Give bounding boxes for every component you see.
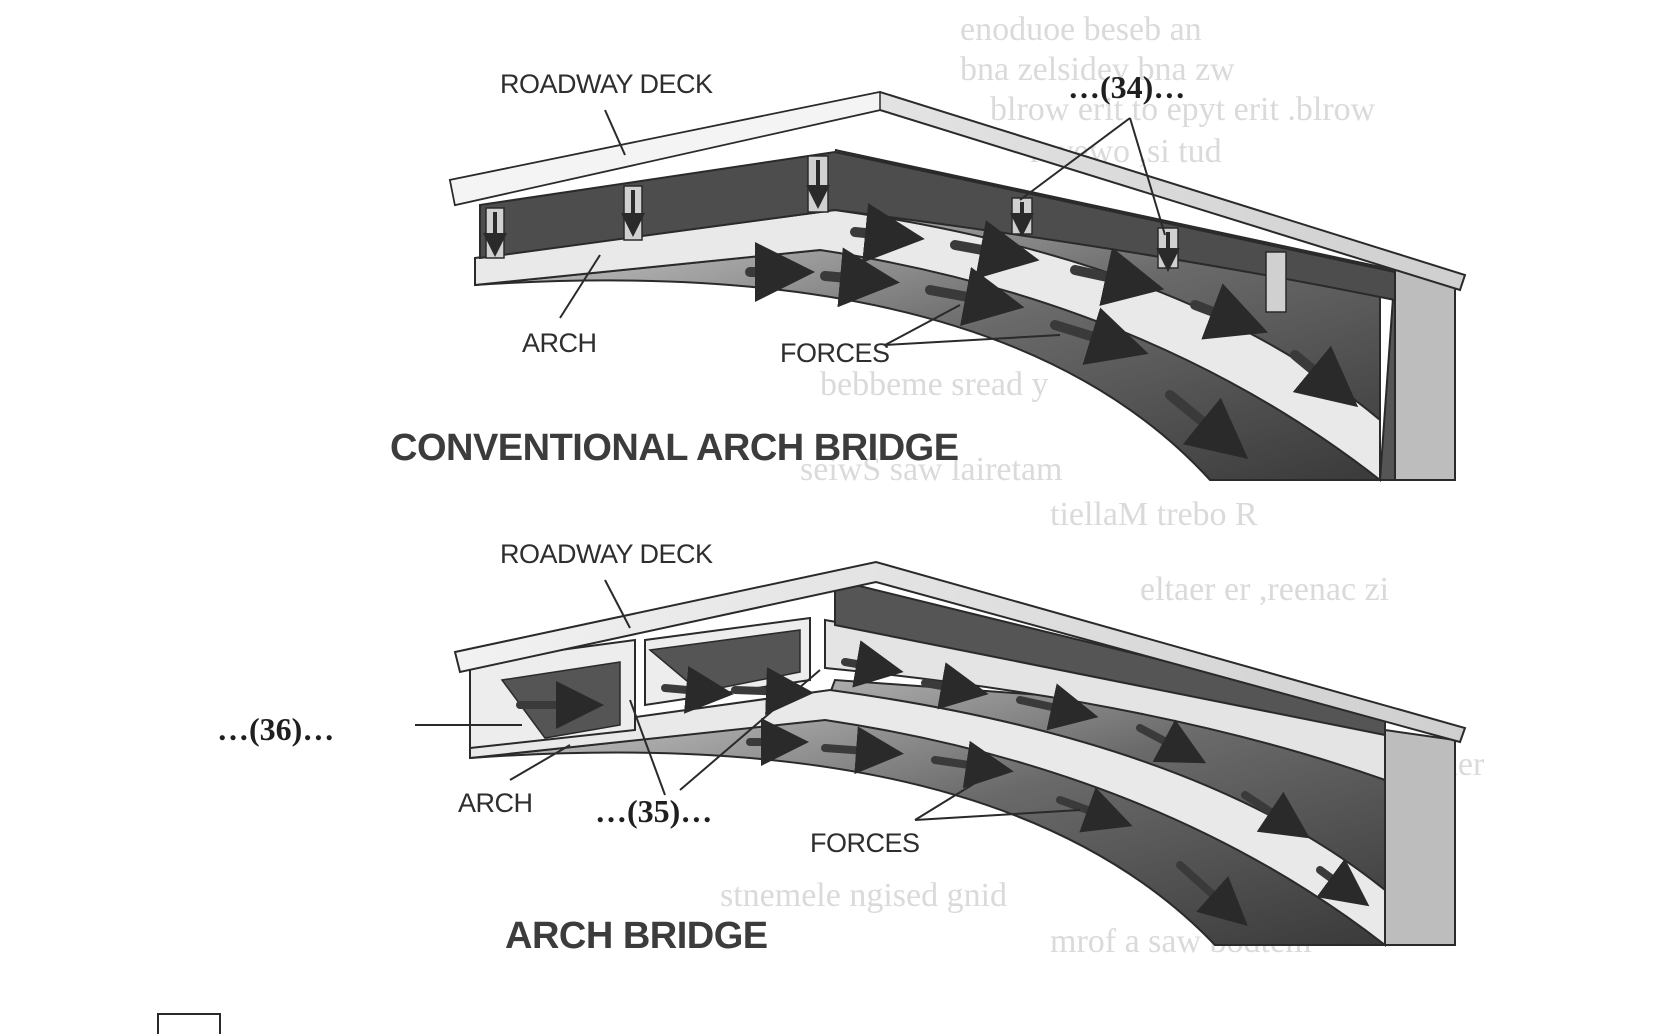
roadway-deck-slab-2	[453, 560, 1467, 744]
leader-lines-2	[415, 579, 1081, 821]
svg-text:stnemele ngised gnid: stnemele ngised gnid	[720, 877, 1007, 914]
abutment-face-2	[1384, 728, 1456, 946]
roadway-deck-label: ROADWAY DECK	[500, 69, 713, 99]
svg-text:eltaer er ,reenac zi: eltaer er ,reenac zi	[1140, 571, 1389, 608]
question-35-label: …(35)…	[595, 793, 712, 829]
svg-text:enoduoe beseb an: enoduoe beseb an	[960, 11, 1202, 48]
answer-box-fragment	[157, 1013, 221, 1034]
question-36-label: …(36)…	[217, 711, 334, 747]
forces-label: FORCES	[780, 338, 890, 368]
arch-bridge-diagram: ROADWAY DECK ARCH FORCES …(35)… …(36)… A…	[217, 539, 1467, 957]
roadway-deck-top	[449, 91, 881, 206]
svg-text:bna zelsidev bna zw: bna zelsidev bna zw	[960, 51, 1235, 88]
force-arrows-2	[516, 640, 1370, 927]
conventional-arch-bridge-diagram: ROADWAY DECK ARCH FORCES …(34)… CONVENTI…	[390, 69, 1467, 483]
force-arrows	[745, 203, 1359, 459]
leader-lines-1	[559, 109, 1166, 346]
svg-text:bebbeme sread y: bebbeme sread y	[820, 366, 1048, 403]
roadway-deck-label-2: ROADWAY DECK	[500, 539, 713, 569]
question-34-label: …(34)…	[1068, 69, 1185, 105]
forces-label-2: FORCES	[810, 828, 920, 858]
arch-label: ARCH	[522, 328, 597, 358]
abutment-face	[1394, 268, 1456, 481]
arch-label-2: ARCH	[458, 788, 533, 818]
arch-bridge-title: ARCH BRIDGE	[505, 915, 768, 957]
svg-text:seiwS saw lairetam: seiwS saw lairetam	[800, 451, 1063, 488]
svg-text:blrow erit to epyt erit .blrow: blrow erit to epyt erit .blrow	[990, 91, 1376, 128]
svg-text:tiellaM trebo R: tiellaM trebo R	[1050, 496, 1258, 533]
conventional-arch-bridge-title: CONVENTIONAL ARCH BRIDGE	[390, 427, 959, 469]
